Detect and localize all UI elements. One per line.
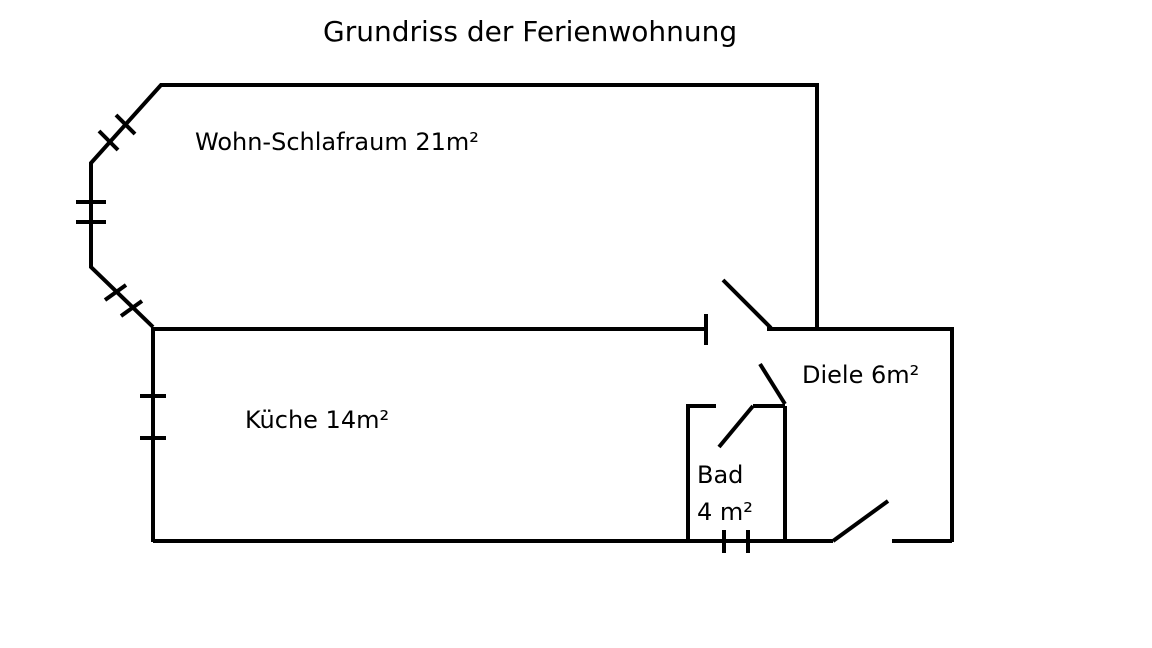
diele-wall	[767, 327, 954, 542]
window-mark	[97, 129, 120, 152]
wohn-outer-wall	[89, 83, 819, 329]
room-label-kueche: Küche 14m²	[245, 406, 390, 434]
room-label-bad-area: 4 m²	[697, 498, 753, 526]
door-wohn	[721, 278, 773, 330]
window-mark	[119, 299, 144, 318]
door-bad	[717, 404, 755, 449]
room-label-diele: Diele 6m²	[802, 361, 920, 389]
bad-wall	[686, 404, 716, 541]
diagram-title: Grundriss der Ferienwohnung	[323, 15, 738, 48]
room-label-wohn: Wohn-Schlafraum 21m²	[195, 128, 479, 156]
room-label-bad: Bad	[697, 461, 744, 489]
window-mark	[114, 113, 137, 136]
window-mark	[103, 283, 128, 302]
door-kueche	[758, 362, 787, 406]
door-entrance	[831, 499, 890, 543]
